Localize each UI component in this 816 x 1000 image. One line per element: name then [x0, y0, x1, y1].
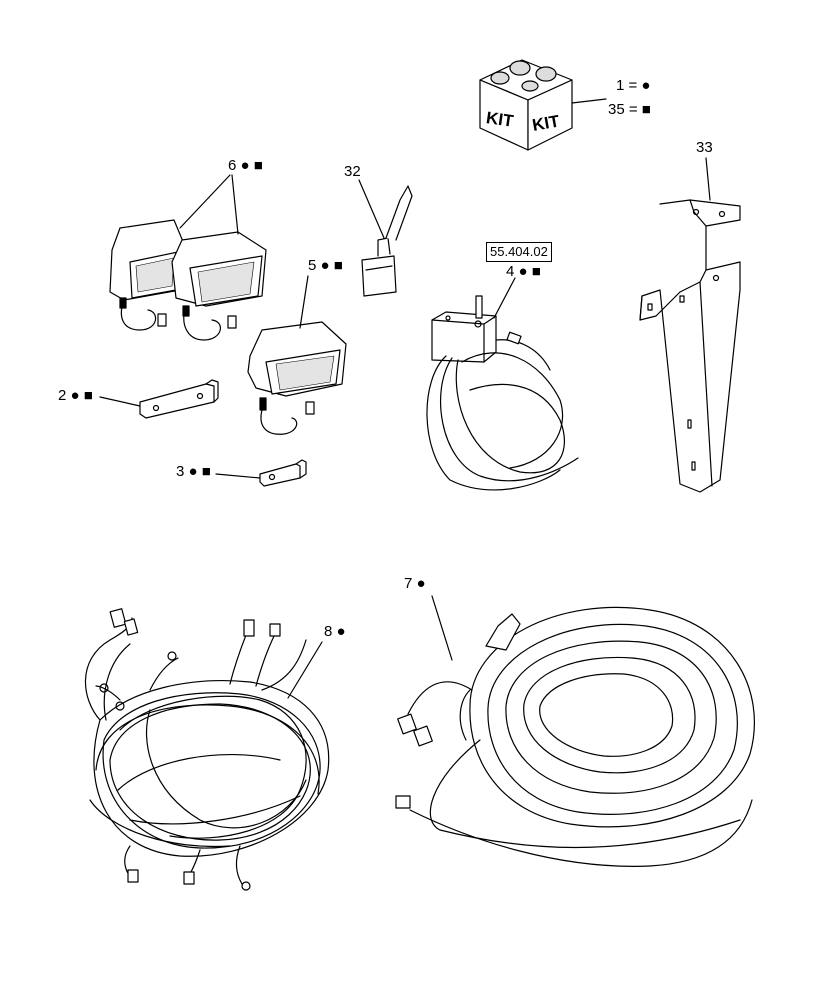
kit-box-illustration: KIT KIT — [479, 59, 607, 151]
callout-item-8: 8 ● — [324, 623, 346, 640]
connector-plug — [358, 179, 413, 297]
main-wiring-harness — [84, 608, 330, 891]
single-work-lamp — [247, 275, 347, 435]
reference-box: 55.404.02 — [486, 242, 552, 262]
callout-item-2: 2 ● ■ — [58, 387, 93, 404]
callout-item-6: 6 ● ■ — [228, 157, 263, 174]
kit-leader-line — [571, 98, 607, 104]
mounting-bracket-2 — [99, 379, 219, 419]
callout-item-7: 7 ● — [404, 575, 426, 592]
kit-label-left: KIT — [485, 108, 515, 131]
callout-item-4: 4 ● ■ — [506, 263, 541, 280]
legend-circle-kit: 1 = ● — [616, 77, 651, 94]
legend-square-kit: 35 = ■ — [608, 101, 651, 118]
callout-item-33: 33 — [696, 139, 713, 156]
callout-item-3: 3 ● ■ — [176, 463, 211, 480]
kit-label-right: KIT — [531, 111, 562, 135]
tall-support-bracket — [639, 157, 741, 493]
callout-item-32: 32 — [344, 163, 361, 180]
mounting-bracket-3 — [215, 459, 307, 487]
callout-item-5: 5 ● ■ — [308, 257, 343, 274]
secondary-wiring-harness — [395, 595, 755, 867]
switch-harness — [426, 277, 579, 491]
work-lamps-pair — [109, 174, 267, 341]
